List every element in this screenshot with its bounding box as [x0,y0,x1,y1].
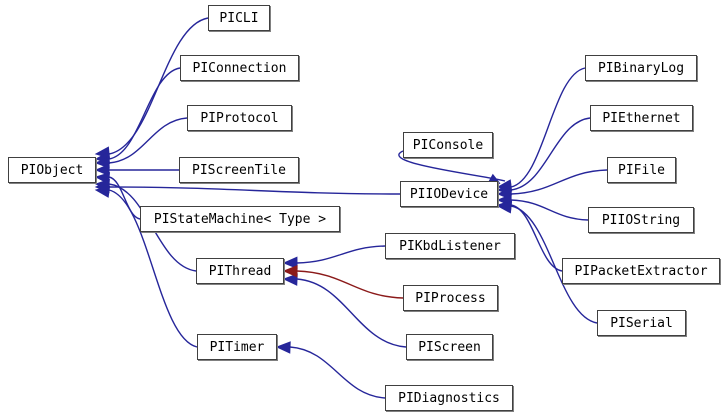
arrowhead-pitimer-to-piobject [94,185,111,198]
edge-picli-to-piobject [108,17,209,155]
edge-pibinarylog-to-piiodevice [510,67,586,188]
class-node-piethernet[interactable]: PIEthernet [590,105,693,131]
arrowhead-piconnection-to-piobject [94,151,111,164]
class-node-pithread[interactable]: PIThread [196,258,284,284]
arrowhead-piethernet-to-piiodevice [496,182,512,196]
class-node-label: PIIOString [601,212,681,228]
class-node-piprotocol[interactable]: PIProtocol [187,105,292,131]
class-node-piscreen[interactable]: PIScreen [406,334,493,360]
class-node-label: PICLI [219,10,259,26]
class-node-piconsole[interactable]: PIConsole [403,132,493,158]
edge-pidiagnostics-to-pitimer [289,346,386,399]
class-node-pikbdlistener[interactable]: PIKbdListener [385,233,515,259]
class-node-label: PIPacketExtractor [574,263,708,279]
class-node-label: PIScreen [418,339,481,355]
class-node-pifile[interactable]: PIFile [607,157,676,183]
class-node-label: PIBinaryLog [597,60,685,76]
arrowhead-picli-to-piobject [94,146,111,159]
edge-piethernet-to-piiodevice [510,117,591,191]
class-node-label: PIScreenTile [192,162,286,178]
edge-piiostring-to-piiodevice [510,199,589,221]
class-node-pitimer[interactable]: PITimer [197,334,277,360]
arrowhead-piscreentile-to-piobject [94,163,110,177]
class-node-piconnection[interactable]: PIConnection [180,55,299,81]
arrowhead-pipacketextractor-to-piiodevice [496,200,513,213]
class-node-piprocess[interactable]: PIProcess [403,285,498,311]
arrowhead-piiostring-to-piiodevice [496,194,512,207]
arrowhead-pikbdlistener-to-pithread [282,256,298,270]
class-node-pipacketextractor[interactable]: PIPacketExtractor [562,258,720,284]
arrowhead-piprotocol-to-piobject [94,156,110,169]
class-node-label: PIDiagnostics [398,390,500,406]
class-node-label: PIThread [208,263,272,279]
class-node-piiostring[interactable]: PIIOString [588,207,694,233]
arrowhead-pithread-to-piobject [94,178,110,192]
edge-pistatemachine-to-piobject [108,176,141,220]
class-node-piserial[interactable]: PISerial [597,310,686,336]
edge-piconnection-to-piobject [108,67,181,160]
arrowhead-pibinarylog-to-piiodevice [496,179,513,192]
class-node-label: PIObject [20,162,84,178]
edge-piprotocol-to-piobject [108,117,188,164]
class-node-label: PIIODevice [409,186,489,202]
class-node-label: PIFile [618,162,665,178]
class-node-label: PIKbdListener [399,238,501,254]
edge-pifile-to-piiodevice [510,169,608,195]
arrowhead-piserial-to-piiodevice [496,201,513,214]
class-node-label: PIEthernet [602,110,681,126]
class-node-piscreentile[interactable]: PIScreenTile [179,157,299,183]
class-node-picli[interactable]: PICLI [208,5,270,31]
class-node-pidiagnostics[interactable]: PIDiagnostics [385,385,513,411]
edge-pikbdlistener-to-pithread [296,245,386,264]
class-node-piobject[interactable]: PIObject [8,157,96,183]
arrowhead-piprocess-to-pithread [282,264,298,278]
arrowhead-piiodevice-to-piobject [94,180,110,194]
edge-piscreen-to-pithread [296,278,407,348]
class-node-label: PITimer [209,339,265,355]
arrowhead-pistatemachine-to-piobject [94,172,111,185]
class-node-label: PIProcess [415,290,486,306]
edge-piiodevice-to-piobject [108,186,401,195]
class-node-pistatemachine[interactable]: PIStateMachine< Type > [140,206,340,232]
class-node-label: PIConsole [412,137,484,153]
class-node-label: PISerial [610,315,673,331]
arrowhead-pidiagnostics-to-pitimer [275,341,291,354]
arrowhead-piscreen-to-pithread [282,273,298,286]
class-node-label: PIProtocol [200,110,279,126]
class-node-label: PIConnection [192,60,287,76]
edge-piprocess-to-pithread [296,270,404,299]
edge-pipacketextractor-to-piiodevice [510,204,563,272]
class-node-label: PIStateMachine< Type > [153,211,327,227]
class-node-piiodevice[interactable]: PIIODevice [400,181,498,207]
arrowhead-pifile-to-piiodevice [496,187,512,201]
class-node-pibinarylog[interactable]: PIBinaryLog [585,55,697,81]
